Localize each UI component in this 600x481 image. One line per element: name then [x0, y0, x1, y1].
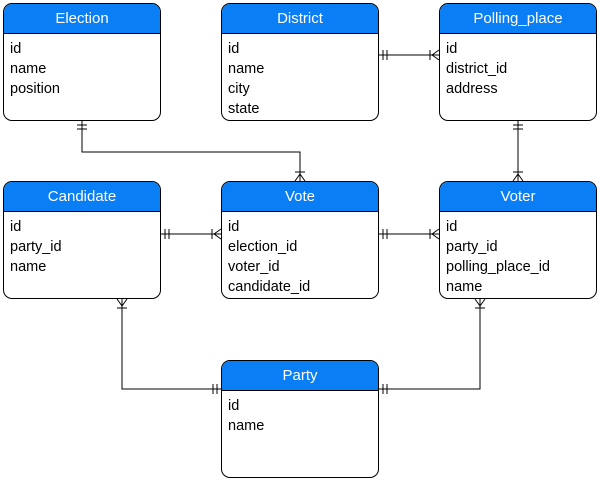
entity-election[interactable]: Election id name position [3, 3, 161, 121]
entity-candidate[interactable]: Candidate id party_id name [3, 181, 161, 299]
entity-fields-vote: id election_id voter_id candidate_id [222, 212, 378, 297]
rel-party-candidate [116, 298, 221, 394]
field-voter-id: id [446, 219, 458, 235]
rel-party-voter [379, 298, 486, 394]
entity-district[interactable]: District id name city state [221, 3, 379, 121]
field-polling-place-district-id: district_id [446, 61, 508, 77]
entity-title-vote: Vote [222, 182, 378, 212]
field-polling-place-id: id [446, 41, 458, 57]
field-election-position: position [10, 81, 60, 97]
entity-fields-polling-place: id district_id address [440, 34, 596, 99]
entity-fields-candidate: id party_id name [4, 212, 160, 277]
field-district-name: name [228, 61, 265, 77]
field-vote-candidate-id: candidate_id [228, 279, 311, 295]
rel-election-vote [77, 121, 306, 182]
field-candidate-name: name [10, 259, 47, 275]
entity-party[interactable]: Party id name [221, 360, 379, 478]
field-vote-id: id [228, 219, 240, 235]
entity-title-polling-place: Polling_place [440, 4, 596, 34]
entity-fields-party: id name [222, 391, 378, 436]
field-district-state: state [228, 101, 260, 117]
field-voter-party-id: party_id [446, 239, 498, 255]
field-polling-place-address: address [446, 81, 498, 97]
field-party-name: name [228, 418, 265, 434]
field-vote-voter-id: voter_id [228, 259, 280, 275]
entity-title-election: Election [4, 4, 160, 34]
entity-vote[interactable]: Vote id election_id voter_id candidate_i… [221, 181, 379, 299]
entity-title-candidate: Candidate [4, 182, 160, 212]
entity-title-party: Party [222, 361, 378, 391]
rel-voter-vote [379, 228, 440, 240]
field-voter-polling-place-id: polling_place_id [446, 259, 550, 275]
field-election-id: id [10, 41, 22, 57]
rel-candidate-vote [161, 228, 222, 240]
field-vote-election-id: election_id [228, 239, 298, 255]
entity-fields-district: id name city state [222, 34, 378, 119]
field-candidate-party-id: party_id [10, 239, 62, 255]
field-district-city: city [228, 81, 250, 97]
rel-district-polling-place [379, 49, 440, 61]
entity-title-voter: Voter [440, 182, 596, 212]
field-voter-name: name [446, 279, 483, 295]
field-district-id: id [228, 41, 240, 57]
field-candidate-id: id [10, 219, 22, 235]
field-party-id: id [228, 398, 240, 414]
entity-fields-election: id name position [4, 34, 160, 99]
entity-title-district: District [222, 4, 378, 34]
entity-polling-place[interactable]: Polling_place id district_id address [439, 3, 597, 121]
field-election-name: name [10, 61, 47, 77]
entity-fields-voter: id party_id polling_place_id name [440, 212, 596, 297]
entity-voter[interactable]: Voter id party_id polling_place_id name [439, 181, 597, 299]
rel-polling-place-voter [512, 121, 524, 182]
